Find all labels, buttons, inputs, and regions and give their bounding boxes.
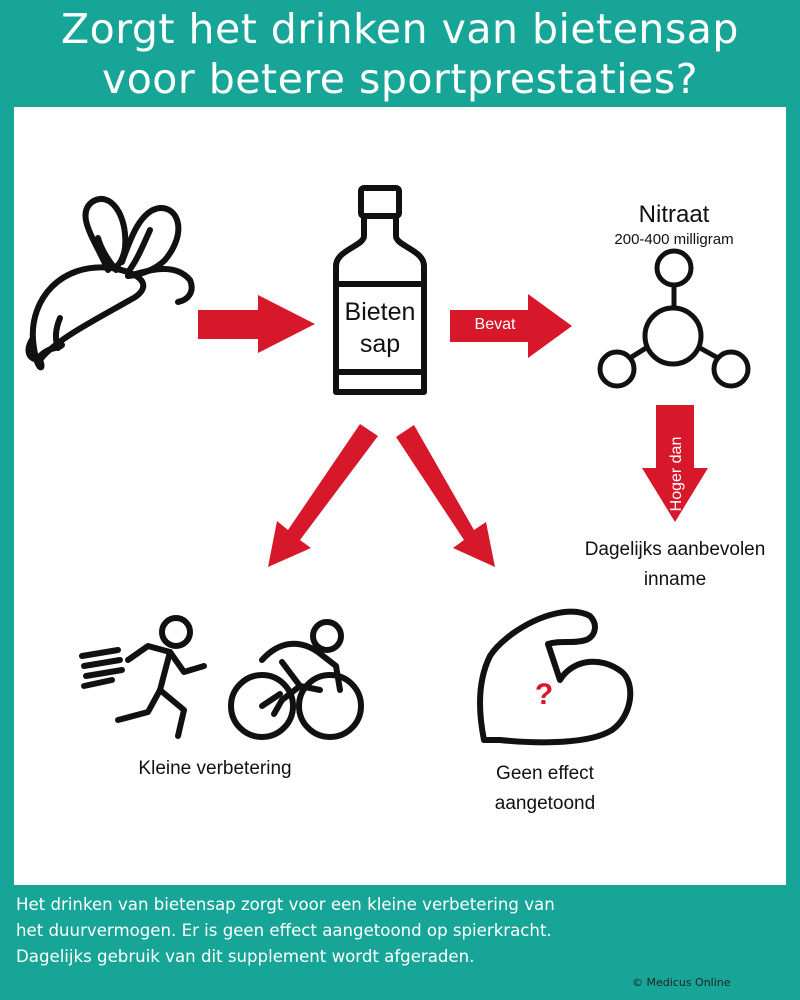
small-improvement-label: Kleine verbetering <box>138 758 292 779</box>
arrow-right-1 <box>198 295 315 353</box>
title-line-1: Zorgt het drinken van bietensap <box>61 5 739 53</box>
page-title: Zorgt het drinken van bietensap voor bet… <box>0 4 800 104</box>
beetroot-icon <box>25 196 195 371</box>
arrow-contains <box>450 294 572 358</box>
question-mark: ? <box>535 678 553 711</box>
muscle-arm-icon <box>477 608 634 746</box>
footer-line-2: het duurvermogen. Er is geen effect aang… <box>16 921 552 940</box>
footer-line-1: Het drinken van bietensap zorgt voor een… <box>16 895 555 914</box>
title-line-2: voor betere sportprestaties? <box>101 55 699 103</box>
bottle-label-line-2: sap <box>359 330 401 358</box>
nitrate-amount: 200-400 milligram <box>614 231 734 248</box>
arrow-contains-label: Bevat <box>474 316 516 333</box>
cyclist-icon <box>228 619 364 740</box>
arrow-down-right <box>396 425 495 567</box>
runner-icon <box>79 615 207 739</box>
bottle-label: Bieten sap <box>336 296 424 360</box>
footer-text: Het drinken van bietensap zorgt voor een… <box>16 892 786 970</box>
bottle-label-line-1: Bieten <box>344 298 416 326</box>
molecule-icon <box>597 248 751 389</box>
daily-intake-line-2: inname <box>643 569 707 590</box>
no-effect-line-1: Geen effect <box>496 763 594 784</box>
daily-intake-line-1: Dagelijks aanbevolen <box>584 539 766 560</box>
copyright-credit: © Medicus Online <box>632 976 731 989</box>
diagram-panel <box>14 107 786 885</box>
daily-intake-label: Dagelijks aanbevolen inname <box>560 535 790 595</box>
nitrate-title: Nitraat <box>638 201 710 228</box>
no-effect-line-2: aangetoond <box>494 793 596 814</box>
bottle-icon <box>333 185 427 395</box>
no-effect-label: Geen effect aangetoond <box>460 759 630 819</box>
arrow-higher <box>642 405 708 522</box>
footer-line-3: Dagelijks gebruik van dit supplement wor… <box>16 947 475 966</box>
arrow-higher-label: Hoger dan <box>668 437 685 512</box>
arrow-down-left <box>268 424 378 567</box>
